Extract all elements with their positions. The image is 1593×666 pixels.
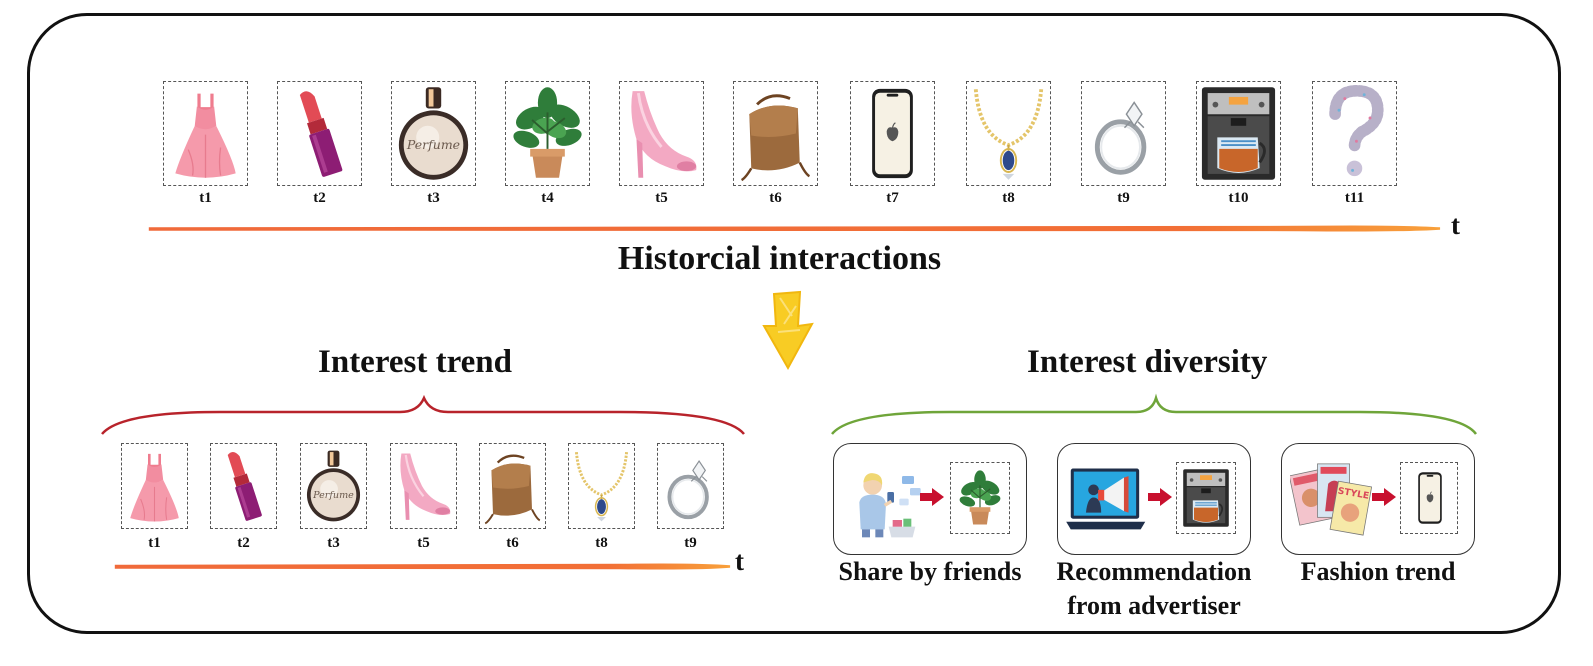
coffee-machine-icon: [1182, 468, 1230, 528]
diversity-group-advertiser: [1057, 443, 1251, 555]
necklace-icon: [572, 447, 631, 525]
time-label: t7: [886, 190, 899, 206]
interest-trend-brace: [101, 394, 745, 435]
item-box: [966, 81, 1051, 186]
item-box: [850, 81, 935, 186]
item-box: [733, 81, 818, 186]
main-title-text: Historcial interactions: [617, 240, 942, 277]
time-label: t5: [655, 190, 668, 206]
item-box: [277, 81, 362, 186]
time-label: t8: [595, 535, 608, 551]
target-item-box: [950, 462, 1010, 534]
diversity-group-fashion: [1281, 443, 1475, 555]
time-label: t9: [1117, 190, 1130, 206]
time-label: t10: [1228, 190, 1249, 206]
item-box: [479, 443, 546, 529]
item-box: [210, 443, 277, 529]
top-timeline-arrow: [148, 225, 1441, 232]
time-label: t1: [148, 535, 161, 551]
caption-recommendation-line1: Recommendation: [1056, 557, 1252, 586]
item-box: [121, 443, 188, 529]
item-box: [1312, 81, 1397, 186]
caption-recommendation: Recommendation from advertiser: [1044, 555, 1264, 623]
top-axis-label: t: [1451, 210, 1460, 240]
item-box: [390, 443, 457, 529]
item-box: [619, 81, 704, 186]
interest-diversity-brace: [831, 393, 1478, 435]
item-box: [568, 443, 635, 529]
time-label: t4: [541, 190, 554, 206]
perfume-icon: [304, 447, 363, 525]
time-label: t2: [237, 535, 250, 551]
time-label: t6: [769, 190, 782, 206]
dress-icon: [125, 447, 184, 525]
time-label: t3: [327, 535, 340, 551]
target-item-box: [1176, 462, 1236, 534]
bag-icon: [483, 447, 542, 525]
caption-fashion-trend: Fashion trend: [1300, 557, 1456, 586]
time-label: t6: [506, 535, 519, 551]
plant-icon: [957, 469, 1003, 527]
relation-arrow-icon: [1372, 488, 1396, 506]
item-box: [1196, 81, 1281, 186]
main-title: Historcial interactions: [0, 240, 1593, 278]
target-item-box: [1400, 462, 1458, 534]
friend-sharing-icon: [846, 462, 926, 542]
item-box: [1081, 81, 1166, 186]
diversity-group-share: [833, 443, 1027, 555]
caption-recommendation-line2: from advertiser: [1067, 591, 1241, 620]
advertiser-laptop-icon: [1066, 464, 1150, 540]
caption-share-by-friends: Share by friends: [838, 557, 1022, 586]
time-label: t1: [199, 190, 212, 206]
item-box: [300, 443, 367, 529]
relation-arrow-icon: [1148, 488, 1172, 506]
high-heel-icon: [394, 447, 453, 525]
time-label: t5: [417, 535, 430, 551]
diagram-frame: [27, 13, 1561, 634]
magazines-icon: [1290, 460, 1374, 538]
time-label: t3: [427, 190, 440, 206]
item-box: [391, 81, 476, 186]
item-box: [163, 81, 248, 186]
lipstick-icon: [214, 447, 273, 525]
item-box: [505, 81, 590, 186]
time-label: t9: [684, 535, 697, 551]
interest-trend-title: Interest trend: [318, 344, 513, 380]
ring-icon: [661, 447, 720, 525]
relation-arrow-icon: [920, 488, 944, 506]
time-label: t11: [1344, 190, 1365, 206]
interest-diversity-title: Interest diversity: [1027, 344, 1268, 380]
time-label: t8: [1002, 190, 1015, 206]
phone-icon: [1416, 469, 1444, 527]
trend-axis-label: t: [735, 546, 744, 576]
down-arrow-icon: [762, 290, 814, 371]
item-box: [657, 443, 724, 529]
time-label: t2: [313, 190, 326, 206]
